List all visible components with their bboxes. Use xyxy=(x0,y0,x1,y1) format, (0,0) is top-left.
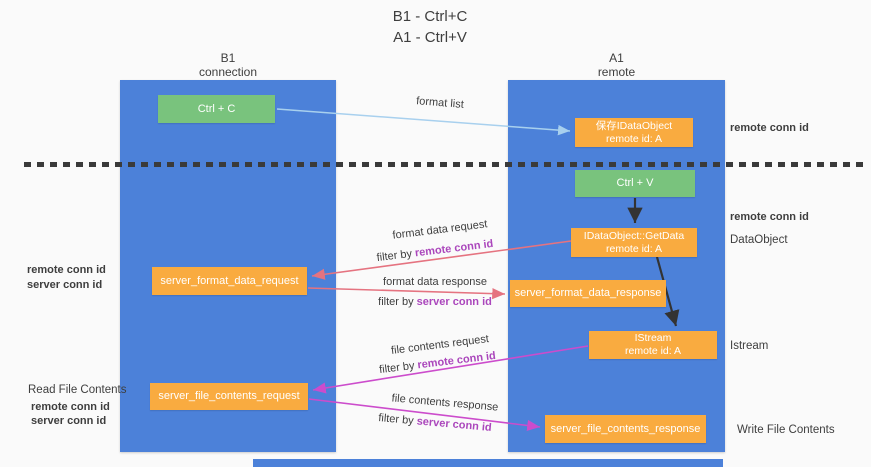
lane-header-a1: A1 remote xyxy=(508,51,725,79)
write-file-contents-label: Write File Contents xyxy=(737,424,835,436)
lane-header-b1: B1 connection xyxy=(120,51,336,79)
format-data-response-filter-label: filter by server conn id xyxy=(350,296,520,308)
istream-line1: IStream xyxy=(634,332,672,344)
filter-by-text: filter by xyxy=(378,296,417,308)
server-file-contents-response-box: server_file_contents_response xyxy=(545,415,706,443)
lane-b1-role: connection xyxy=(198,65,258,79)
remote-conn-id-text: remote conn id xyxy=(416,349,497,372)
lane-a1-name: A1 xyxy=(609,51,624,65)
remote-conn-id-label-top-right: remote conn id xyxy=(730,122,809,134)
remote-conn-id-text: remote conn id xyxy=(414,237,494,260)
filter-by-text: filter by xyxy=(378,359,419,377)
title-line-2: A1 - Ctrl+V xyxy=(393,29,467,46)
format-list-label: format list xyxy=(415,95,465,111)
read-file-contents-label: Read File Contents xyxy=(28,384,127,396)
remote-conn-id-label-left: remote conn id xyxy=(27,264,106,276)
idataobject-getdata-box: IDataObject::GetData remote id: A xyxy=(571,228,697,257)
bottom-partial-lane xyxy=(253,459,723,467)
getdata-line2: remote id: A xyxy=(605,242,663,255)
istream-label: Istream xyxy=(730,340,769,352)
format-data-response-arrow xyxy=(307,287,506,300)
save-idataobject-box: 保存IDataObject remote id: A xyxy=(575,118,693,147)
save-idataobject-line1: 保存IDataObject xyxy=(595,119,673,132)
diagram-title: B1 - Ctrl+C A1 - Ctrl+V xyxy=(330,6,530,48)
filter-by-text: filter by xyxy=(377,412,418,428)
server-conn-id-text: server conn id xyxy=(416,415,493,434)
ctrl-v-box: Ctrl + V xyxy=(575,170,695,197)
format-data-response-label: format data response xyxy=(383,276,487,288)
server-file-contents-request-box: server_file_contents_request xyxy=(150,383,308,410)
ctrl-c-box: Ctrl + C xyxy=(158,95,275,123)
server-conn-id-text: server conn id xyxy=(416,296,492,308)
remote-conn-id-label-mid-right: remote conn id xyxy=(730,211,809,223)
istream-line2: remote id: A xyxy=(624,345,682,357)
server-conn-id-label-left: server conn id xyxy=(27,279,103,291)
dashed-separator-line xyxy=(24,162,864,167)
server-format-data-response-box: server_format_data_response xyxy=(510,280,666,307)
server-conn-id-label-bottom-left: server conn id xyxy=(31,415,107,427)
save-idataobject-line2: remote id: A xyxy=(605,132,663,145)
istream-box: IStream remote id: A xyxy=(589,331,717,359)
server-format-data-request-box: server_format_data_request xyxy=(152,267,307,295)
dataobject-label: DataObject xyxy=(730,234,788,246)
getdata-line1: IDataObject::GetData xyxy=(583,229,685,242)
filter-by-text: filter by xyxy=(376,247,416,265)
lane-b1-name: B1 xyxy=(220,51,236,65)
title-line-1: B1 - Ctrl+C xyxy=(392,8,468,25)
lane-a1-role: remote xyxy=(597,65,636,79)
remote-conn-id-label-bottom-left: remote conn id xyxy=(31,401,110,413)
